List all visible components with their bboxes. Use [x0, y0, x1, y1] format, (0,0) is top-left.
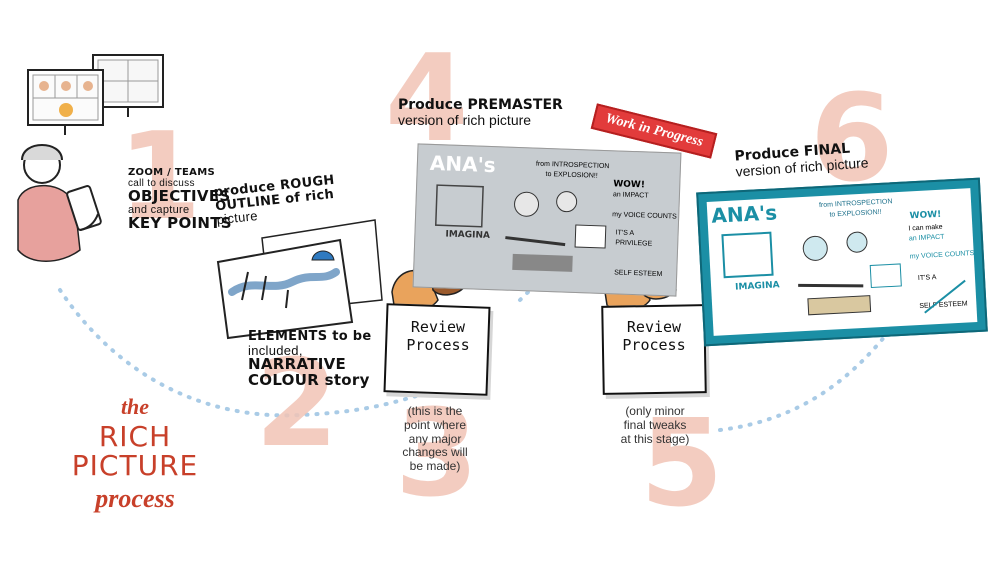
step1-line2: call to discuss [128, 177, 195, 189]
review-card-1-note-line3: any major [408, 431, 462, 446]
step4-heading-line1: Produce PREMASTER [398, 97, 563, 113]
review-card-2-title-line2: Process [622, 336, 686, 354]
step2-elements: ELEMENTS to be included, NARRATIVE COLOU… [248, 330, 372, 389]
premaster-picture: ANA's IMAGINA from INTROSPECTION to EXPL… [412, 143, 682, 297]
step-number-4: 4 [385, 30, 469, 169]
final-sketch [721, 231, 966, 316]
title-line3: process [95, 483, 175, 513]
review-card-2-note-line2: final tweaks [623, 417, 687, 432]
step4-heading: Produce PREMASTER version of rich pictur… [398, 98, 563, 127]
review-card-2-title-line1: Review [626, 318, 682, 336]
premaster-sketch [434, 184, 607, 272]
step1-text: ZOOM / TEAMS call to discuss OBJECTIVES … [128, 167, 232, 233]
review-card-2-note-line1: (only minor [625, 404, 685, 418]
step1-line3: OBJECTIVES [128, 187, 231, 205]
review-card-1-note-line2: point where [403, 417, 467, 432]
step2-elements-line4: COLOUR story [248, 371, 370, 390]
diagram-title: the RICH PICTURE process [40, 395, 230, 512]
monitors-illustration [27, 54, 164, 135]
title-line2: RICH PICTURE [71, 420, 199, 483]
step1-line1: ZOOM / TEAMS [128, 167, 215, 178]
step-number-1: 1 [118, 108, 202, 247]
review-card-1-note: (this is the point where any major chang… [385, 404, 485, 474]
step2-elements-line1: ELEMENTS to be [248, 329, 372, 344]
rough-outline-sketches [216, 219, 383, 340]
review-card-2-note: (only minor final tweaks at this stage) [600, 404, 710, 446]
review-card-2-title: Review Process [604, 318, 704, 354]
step1-line5: KEY POINTS [128, 214, 232, 233]
step2-elements-line3: NARRATIVE [248, 355, 347, 374]
review-card-1-title-line1: Review [410, 318, 466, 336]
review-card-1-note-line4: changes will [402, 445, 468, 460]
title-line1: the [120, 394, 150, 419]
step1-line4: and capture [128, 203, 190, 216]
step-number-3: 3 [395, 385, 479, 524]
step2-elements-line2: included, [248, 342, 303, 358]
step-number-2: 2 [255, 335, 339, 474]
step-number-6: 6 [810, 70, 894, 209]
final-picture: ANA's IMAGINA from INTROSPECTION to EXPL… [696, 177, 988, 347]
step4-heading-line2: version of rich picture [398, 111, 532, 128]
review-card-1-title: Review Process [388, 318, 488, 354]
review-card-1-title-line2: Process [406, 336, 470, 354]
step-number-5: 5 [640, 395, 724, 534]
review-card-2-note-line3: at this stage) [620, 431, 690, 446]
review-card-1-note-line1: (this is the [407, 404, 463, 418]
person-illustration [17, 144, 102, 262]
review-card-1-note-line5: be made) [409, 459, 461, 474]
